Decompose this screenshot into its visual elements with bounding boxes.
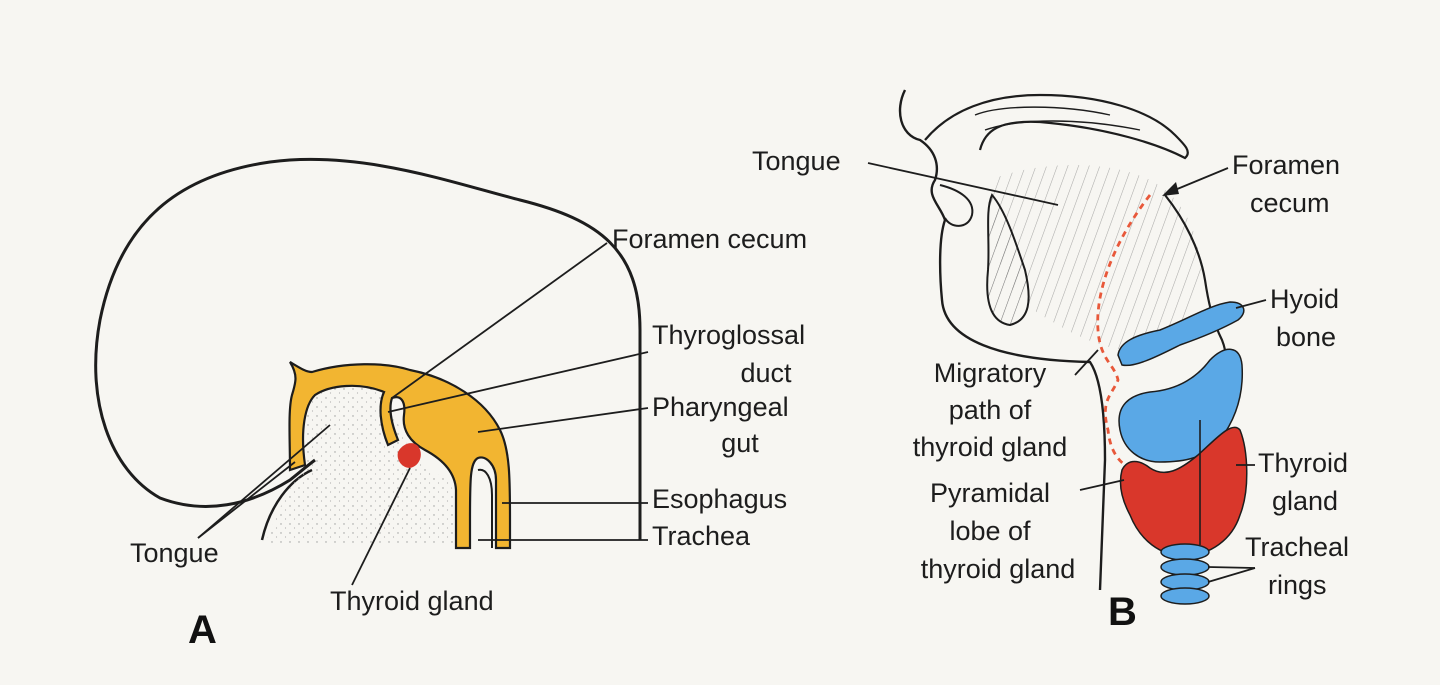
label-tongue-b: Tongue xyxy=(752,146,841,176)
panel-a-letter: A xyxy=(188,608,217,652)
label-tongue-a: Tongue xyxy=(130,538,219,568)
label-thyroid-gland-a: Thyroid gland xyxy=(330,586,494,616)
label-migratory-line1: Migratory xyxy=(933,358,1047,388)
label-hyoid-line2: bone xyxy=(1276,322,1337,352)
tongue-body-b xyxy=(988,165,1201,351)
mandible xyxy=(986,193,1030,327)
leader-thyroglossal-duct xyxy=(387,351,649,413)
label-pyramidal-line1: Pyramidal xyxy=(929,478,1051,508)
label-pharyngeal-gut-line2: gut xyxy=(721,428,759,458)
palate-outline xyxy=(924,93,1189,160)
label-foramen-cecum-b-line1: Foramen xyxy=(1232,150,1341,180)
leader-tongue-a1 xyxy=(197,424,331,539)
label-hyoid-line1: Hyoid xyxy=(1270,284,1340,314)
tracheal-rings xyxy=(1160,543,1210,605)
lip xyxy=(939,184,974,227)
thyroid-cartilage xyxy=(1118,348,1244,463)
label-thyroid-gland-b-line1: Thyroid xyxy=(1258,448,1349,478)
leader-hyoid-bone xyxy=(1235,299,1267,309)
hyoid-bone xyxy=(1117,301,1245,367)
neck-outline xyxy=(898,89,1107,591)
tongue-stipple xyxy=(265,377,470,545)
leader-pyramidal-lobe xyxy=(1079,479,1125,491)
label-pyramidal-line3: thyroid gland xyxy=(920,554,1076,584)
migratory-path xyxy=(1096,194,1152,467)
thyroid-gland-b xyxy=(1119,426,1248,557)
leader-tongue-b xyxy=(867,162,1059,206)
leader-foramen-cecum-b xyxy=(1169,167,1229,193)
label-migratory-line3: thyroid gland xyxy=(912,432,1068,462)
esophagus-tube xyxy=(477,468,493,548)
leader-tracheal-rings-1 xyxy=(1207,566,1256,569)
label-foramen-cecum-b-line2: cecum xyxy=(1250,188,1330,218)
label-thyroglossal-duct-line1: Thyroglossal xyxy=(652,320,806,350)
palate-inner xyxy=(974,106,1141,131)
thyroid-gland-a xyxy=(397,443,421,468)
pharyngeal-gut-endoderm xyxy=(288,361,512,550)
label-trachea: Trachea xyxy=(652,521,751,551)
label-pharyngeal-gut-line1: Pharyngeal xyxy=(652,392,789,422)
label-esophagus: Esophagus xyxy=(652,484,788,514)
leader-tracheal-rings-2 xyxy=(1207,567,1256,583)
label-thyroglossal-duct-line2: duct xyxy=(740,358,792,388)
label-tracheal-rings-line2: rings xyxy=(1268,570,1327,600)
panel-b-letter: B xyxy=(1108,590,1137,634)
embryo-head-outline xyxy=(94,157,642,540)
leader-foramen-cecum-a xyxy=(391,242,608,399)
label-migratory-line2: path of xyxy=(948,395,1032,425)
leader-pharyngeal-gut xyxy=(477,407,649,433)
label-foramen-cecum-a: Foramen cecum xyxy=(612,224,808,254)
foramen-arrowhead xyxy=(1162,182,1179,196)
panel-b-drawing xyxy=(867,89,1267,605)
label-pyramidal-line2: lobe of xyxy=(949,516,1031,546)
label-tracheal-rings-line1: Tracheal xyxy=(1245,532,1350,562)
leader-thyroid-gland-a xyxy=(351,467,411,586)
label-thyroid-gland-b-line2: gland xyxy=(1272,486,1339,516)
leader-tongue-a2 xyxy=(197,461,296,539)
panel-a-drawing xyxy=(94,157,649,586)
leader-migratory-path xyxy=(1074,349,1099,376)
